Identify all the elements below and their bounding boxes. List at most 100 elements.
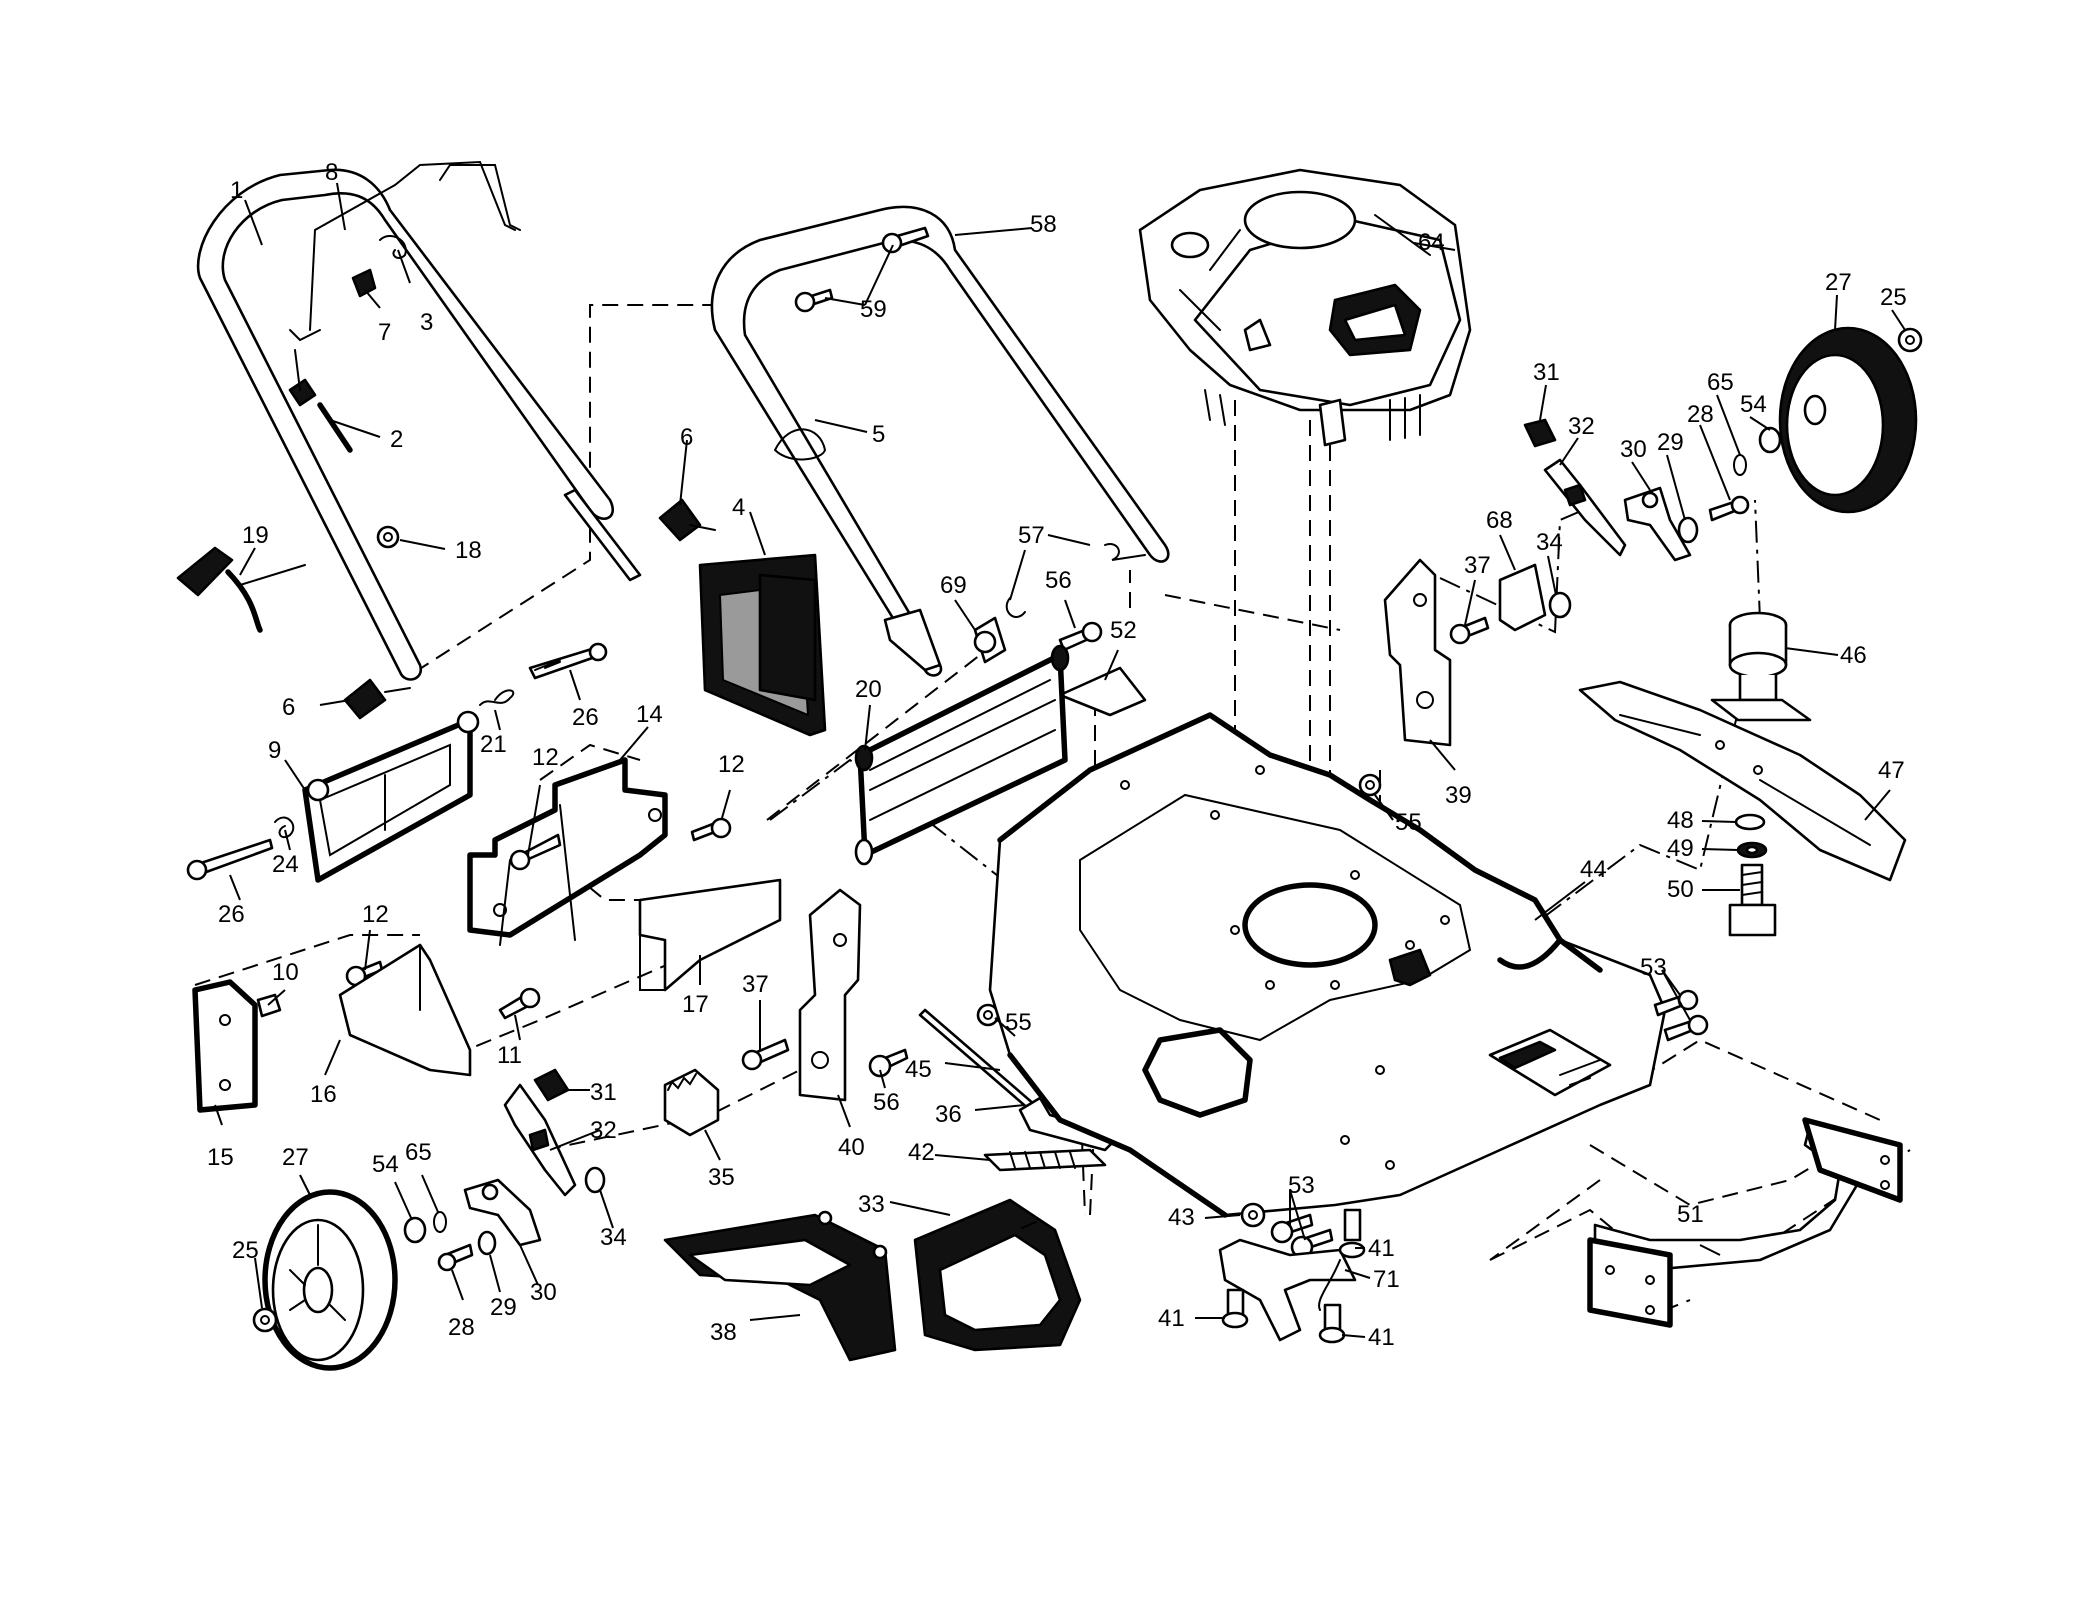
callout-53-bottom: 53 [1288,1172,1315,1199]
callout-18: 18 [455,537,482,564]
adjuster-plate-front [663,1068,720,1137]
lock-washer [1736,841,1768,859]
clip-front [433,1211,447,1233]
callout-26-upper: 26 [572,704,599,731]
callout-37-center: 37 [742,971,769,998]
washer-rear [1758,426,1782,454]
callout-56-upper: 56 [1045,567,1072,594]
control-cable [288,349,353,453]
callout-38: 38 [710,1319,737,1346]
callout-27-front: 27 [282,1144,309,1171]
blade-adapter [1710,611,1812,722]
side-discharge-chute [663,1210,897,1362]
bolt-lower [345,960,384,987]
callout-54-front: 54 [372,1151,399,1178]
door-spring [983,1148,1107,1172]
bolt-bottom-left [1221,1288,1249,1329]
callout-65-front: 65 [405,1139,432,1166]
nut-bottom [1240,1202,1266,1228]
callout-14: 14 [636,701,663,728]
callout-44: 44 [1580,856,1607,883]
axle-bracket-right [1383,558,1452,747]
blade-washer [1734,813,1766,831]
callout-43: 43 [1168,1204,1195,1231]
rear-flap [854,644,1070,866]
callout-24: 24 [272,851,299,878]
callout-47: 47 [1878,757,1905,784]
engine [1138,168,1472,447]
callout-3: 3 [420,309,433,336]
callout-37-rear: 37 [1464,552,1491,579]
callout-49: 49 [1667,835,1694,862]
callout-65-rear: 65 [1707,369,1734,396]
callout-33: 33 [858,1191,885,1218]
callout-64: 64 [1418,229,1445,256]
callout-11: 11 [497,1042,522,1069]
blade [1578,680,1907,882]
lower-plate [338,943,472,1077]
baffle [1218,1238,1357,1342]
handle-clamp [973,616,1007,664]
callout-54-rear: 54 [1740,391,1767,418]
wheel-front [262,1189,398,1371]
callout-31-rear: 31 [1533,359,1560,386]
grass-bag-frame [698,553,827,737]
callout-53-right: 53 [1640,954,1667,981]
rear-baffle [1587,1117,1903,1328]
bolt-rear [1449,616,1490,645]
cable-clip [379,235,407,259]
bolt-small [498,987,541,1020]
height-adjuster-lever-front [503,1083,577,1197]
callout-57: 57 [1018,522,1045,549]
callout-46: 46 [1840,642,1867,669]
callout-36: 36 [935,1101,962,1128]
callout-59: 59 [860,296,887,323]
callout-32-rear: 32 [1568,413,1595,440]
callout-25-rear: 25 [1880,284,1907,311]
callout-52: 52 [1110,617,1137,644]
callout-41-right-upper: 41 [1368,1235,1395,1262]
callout-1: 1 [230,177,243,204]
callout-25-front: 25 [232,1237,259,1264]
callout-56-lower: 56 [873,1089,900,1116]
wheel-bolt-rear [1708,495,1750,522]
callout-45: 45 [905,1056,932,1083]
callout-31-front: 31 [590,1079,617,1106]
callout-2: 2 [390,426,403,453]
wheel-bolt-front [437,1243,474,1272]
bolt-bracket-left [509,833,562,871]
callout-32-front: 32 [590,1117,617,1144]
cable-tie [774,428,827,461]
callout-40: 40 [838,1134,865,1161]
mulch-cover [913,1198,1082,1352]
deck-bolts-right [1653,989,1709,1042]
wheel-washer-rear [1677,516,1699,544]
callout-69: 69 [940,572,967,599]
callout-27-rear: 27 [1825,269,1852,296]
callout-9: 9 [268,737,281,764]
callout-6-left: 6 [282,694,295,721]
callout-12-left: 12 [532,744,559,771]
callout-34-front: 34 [600,1224,627,1251]
callout-58: 58 [1030,211,1057,238]
callout-42: 42 [908,1139,935,1166]
callout-28-rear: 28 [1687,401,1714,428]
callout-20: 20 [855,676,882,703]
callout-15: 15 [207,1144,234,1171]
callout-7: 7 [378,319,391,346]
callout-6-right: 6 [680,424,693,451]
callout-12-right: 12 [718,751,745,778]
upper-handle [196,164,642,681]
wheel-rear [1778,326,1918,514]
hairpin-clip [1005,543,1146,618]
bolt-bottom-right-upper [1338,1208,1366,1259]
handle-knob-left [343,678,411,720]
handle-knob-small [351,268,377,298]
side-plate [192,979,258,1113]
callout-29-front: 29 [490,1294,517,1321]
handle-bolt [794,226,930,313]
adjuster-plate-rear [1498,563,1547,632]
callout-55-deck: 55 [1395,809,1422,836]
bolt-bottom-right-lower [1318,1303,1346,1344]
